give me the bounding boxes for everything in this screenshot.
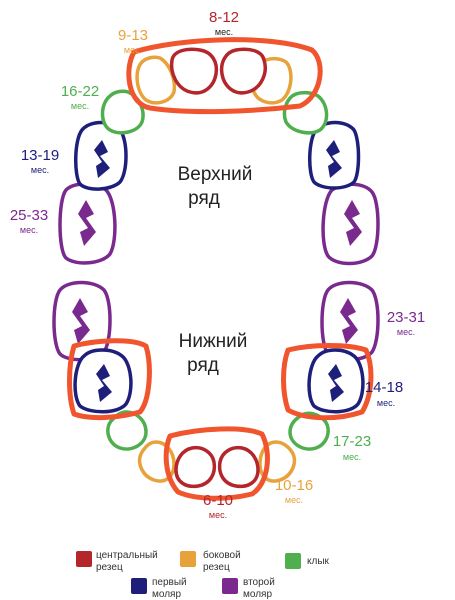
- unit-lower-central: мес.: [209, 510, 227, 520]
- age-lower-central: 6-10: [203, 492, 233, 509]
- lower-left-first-molar-mark: [96, 364, 112, 402]
- legend-label-canine: клык: [307, 556, 330, 567]
- upper-left-canine: [100, 89, 145, 135]
- lower-left-canine: [106, 410, 148, 451]
- age-lower-lateral: 10-16: [275, 477, 313, 494]
- lower-right-central-incisor: [217, 445, 260, 489]
- upper-right-first-molar: [308, 120, 361, 190]
- age-lower-second-molar: 23-31: [387, 309, 425, 326]
- unit-lower-canine: мес.: [343, 452, 361, 462]
- upper-left-lateral-incisor: [135, 55, 177, 105]
- lower-left-molar-highlight: [67, 338, 152, 421]
- lower-right-molar-highlight: [281, 343, 374, 421]
- lower-left-central-incisor: [174, 445, 217, 489]
- legend-label-second-molar-line1: второй: [243, 577, 275, 588]
- lower-left-first-molar: [73, 348, 133, 414]
- unit-upper-lateral: мес.: [124, 45, 142, 55]
- upper-right-canine: [282, 90, 329, 135]
- legend-label-first-molar-line2: моляр: [152, 589, 181, 600]
- legend-label-central-line1: центральный: [96, 550, 158, 561]
- legend-swatch-second-molar: [222, 578, 238, 594]
- upper-incisors-highlight: [126, 37, 323, 115]
- unit-upper-central: мес.: [215, 27, 233, 37]
- legend-swatch-first-molar: [131, 578, 147, 594]
- age-upper-central: 8-12: [209, 9, 239, 26]
- lower-right-first-molar-mark: [328, 364, 344, 402]
- lower-row-title-line1: Нижний: [179, 331, 248, 352]
- lower-arch: [52, 280, 380, 489]
- legend-label-central-line2: резец: [96, 562, 123, 573]
- upper-right-second-molar-mark: [344, 200, 362, 246]
- unit-lower-lateral: мес.: [285, 495, 303, 505]
- upper-right-second-molar: [321, 182, 380, 266]
- lower-left-second-molar-mark: [72, 298, 90, 344]
- lower-row-title-line2: ряд: [187, 355, 219, 376]
- unit-upper-first-molar: мес.: [31, 165, 49, 175]
- legend-label-lateral-line2: резец: [203, 562, 230, 573]
- age-upper-canine: 16-22: [61, 83, 99, 100]
- upper-left-central-incisor: [169, 47, 219, 95]
- legend-label-lateral-line1: боковой: [203, 549, 241, 561]
- age-upper-second-molar: 25-33: [10, 207, 48, 224]
- upper-arch: [58, 47, 380, 266]
- age-lower-first-molar: 14-18: [365, 379, 403, 396]
- legend-swatch-lateral: [180, 551, 196, 567]
- upper-left-first-molar-mark: [94, 140, 110, 178]
- unit-upper-canine: мес.: [71, 101, 89, 111]
- lower-right-first-molar: [307, 348, 365, 414]
- legend-label-first-molar-line1: первый: [152, 577, 187, 588]
- unit-lower-second-molar: мес.: [397, 327, 415, 337]
- lower-right-second-molar-mark: [340, 298, 358, 344]
- age-upper-lateral: 9-13: [118, 27, 148, 44]
- legend-swatch-canine: [285, 553, 301, 569]
- upper-right-first-molar-mark: [326, 140, 342, 178]
- lower-incisors-highlight: [163, 426, 270, 501]
- highlight-annotations: [67, 37, 374, 501]
- upper-right-central-incisor: [219, 47, 267, 95]
- unit-lower-first-molar: мес.: [377, 398, 395, 408]
- upper-row-title-line1: Верхний: [178, 164, 253, 185]
- upper-row-title-line2: ряд: [188, 188, 220, 209]
- age-lower-canine: 17-23: [333, 433, 371, 450]
- unit-upper-second-molar: мес.: [20, 225, 38, 235]
- upper-left-second-molar-mark: [78, 200, 96, 246]
- legend-label-second-molar-line2: моляр: [243, 589, 272, 600]
- age-upper-first-molar: 13-19: [21, 147, 59, 164]
- legend: центральный резец боковой резец клык пер…: [76, 549, 330, 600]
- legend-swatch-central: [76, 551, 92, 567]
